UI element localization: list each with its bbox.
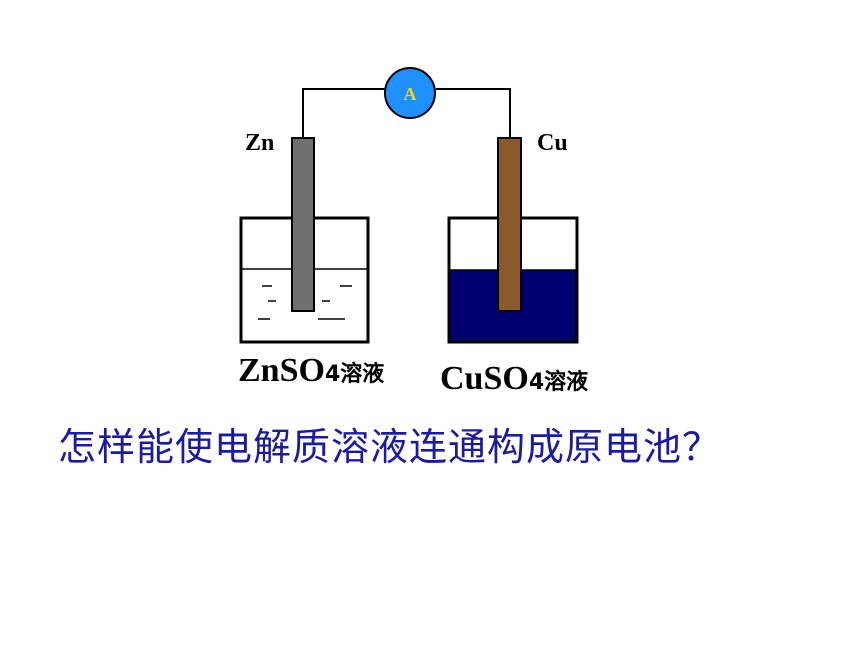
znso4-subscript: 4: [324, 362, 341, 387]
znso4-formula: ZnSO: [238, 352, 325, 389]
zinc-label: Zn: [245, 130, 275, 156]
right-wire: [436, 88, 511, 140]
znso4-solution-label: ZnSO4溶液: [238, 352, 384, 390]
copper-electrode: [497, 137, 522, 312]
ammeter-label: A: [404, 84, 417, 104]
ammeter-icon: [384, 67, 436, 119]
left-wire: [302, 88, 386, 140]
question-text: 怎样能使电解质溶液连通构成原电池？: [58, 425, 722, 469]
cuso4-suffix: 溶液: [544, 370, 589, 395]
cuso4-solution-label: CuSO4溶液: [440, 360, 588, 398]
zinc-electrode: [291, 137, 315, 312]
cuso4-subscript: 4: [528, 370, 545, 395]
copper-label: Cu: [537, 130, 568, 156]
znso4-suffix: 溶液: [340, 362, 385, 387]
cuso4-formula: CuSO: [440, 360, 529, 397]
